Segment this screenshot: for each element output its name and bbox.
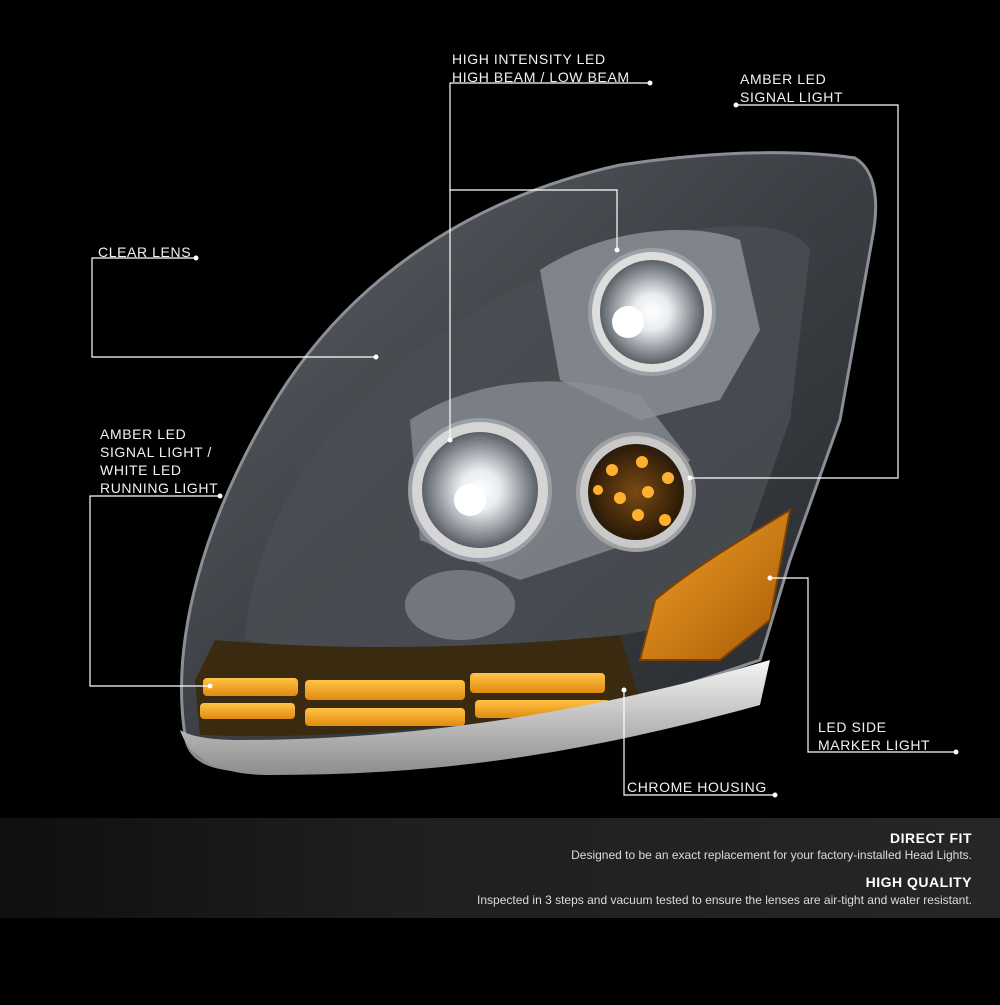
feature-title-direct-fit: DIRECT FIT xyxy=(890,830,972,846)
callout-text: WHITE LED xyxy=(100,462,182,478)
side-marker-lens xyxy=(638,508,792,661)
feature-desc-high-quality: Inspected in 3 steps and vacuum tested t… xyxy=(477,893,972,907)
callout-text: HIGH BEAM / LOW BEAM xyxy=(452,69,630,85)
feature-desc-direct-fit: Designed to be an exact replacement for … xyxy=(571,848,972,862)
callout-text: AMBER LED xyxy=(100,426,187,442)
callout-text: MARKER LIGHT xyxy=(818,737,931,753)
callout-text: SIGNAL LIGHT xyxy=(740,89,844,105)
callout-side-marker: LED SIDE MARKER LIGHT xyxy=(818,718,930,754)
callout-text: LED SIDE xyxy=(818,719,887,735)
callout-text: RUNNING LIGHT xyxy=(100,480,219,496)
callout-text: AMBER LED xyxy=(740,71,827,87)
callout-clear-lens: CLEAR LENS xyxy=(98,243,191,261)
callout-text: SIGNAL LIGHT / xyxy=(100,444,212,460)
feature-info-bar: DIRECT FIT Designed to be an exact repla… xyxy=(0,818,1000,918)
chrome-trim xyxy=(180,660,770,775)
feature-title-high-quality: HIGH QUALITY xyxy=(865,874,972,890)
callout-text: CLEAR LENS xyxy=(98,244,192,260)
callout-amber-signal: AMBER LED SIGNAL LIGHT xyxy=(740,70,843,106)
callout-text: HIGH INTENSITY LED xyxy=(452,51,606,67)
callout-drl: AMBER LED SIGNAL LIGHT / WHITE LED RUNNI… xyxy=(100,425,218,497)
callout-chrome-housing: CHROME HOUSING xyxy=(627,778,767,796)
callout-high-beam: HIGH INTENSITY LED HIGH BEAM / LOW BEAM xyxy=(452,50,630,86)
callout-text: CHROME HOUSING xyxy=(627,779,767,795)
